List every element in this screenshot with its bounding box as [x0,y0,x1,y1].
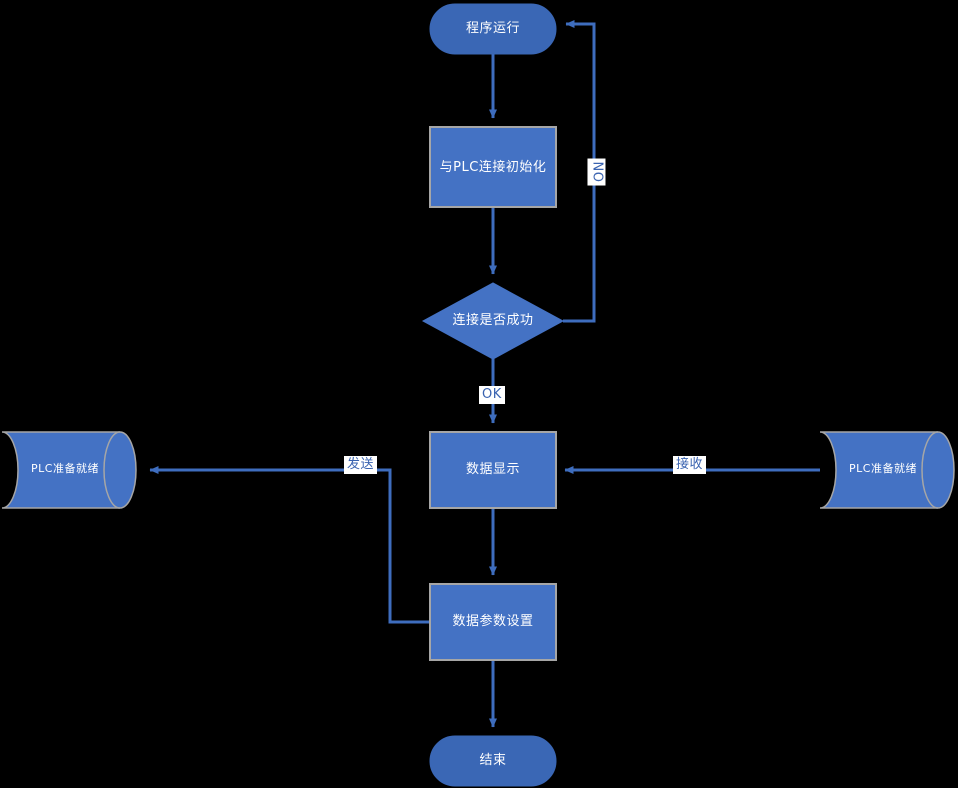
node-plc-right[interactable] [819,431,955,509]
edge-label-no: NO [587,158,606,186]
edge-settings-to-plc-left [149,466,430,624]
node-start[interactable] [429,3,557,55]
node-display[interactable] [429,431,557,509]
node-init[interactable] [429,126,557,208]
edge-label-ok: OK [479,386,505,404]
edge-label-receive: 接收 [673,456,707,474]
node-end[interactable] [429,735,557,787]
edge-label-send: 发送 [344,456,378,474]
node-plc-left[interactable] [1,431,137,509]
node-decision[interactable] [421,282,565,360]
node-settings[interactable] [429,583,557,661]
